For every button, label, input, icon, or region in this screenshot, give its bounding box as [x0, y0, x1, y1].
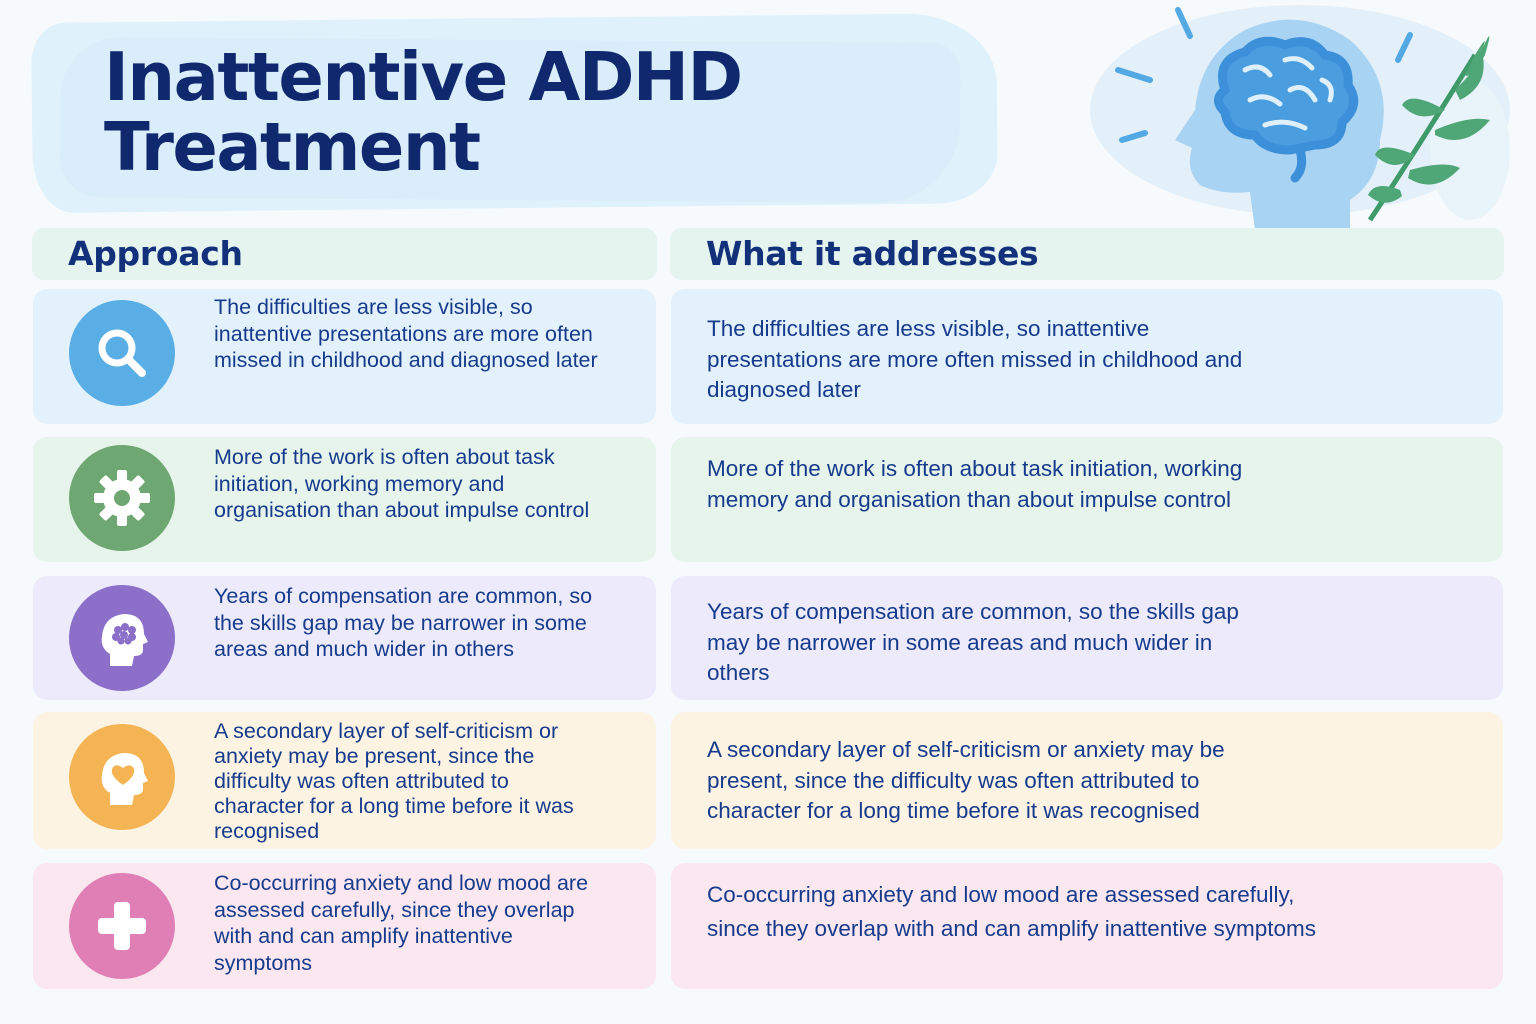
- addresses-card: More of the work is often about task ini…: [671, 437, 1503, 562]
- addresses-card: Years of compensation are common, so the…: [671, 576, 1503, 700]
- approach-text: The difficulties are less visible, so in…: [214, 295, 598, 372]
- approach-text: A secondary layer of self-criticism or a…: [214, 719, 574, 843]
- approach-text: Years of compensation are common, so the…: [214, 584, 593, 661]
- column-header-addresses-label: What it addresses: [706, 234, 1039, 273]
- approach-text: More of the work is often about task ini…: [214, 445, 590, 522]
- addresses-text: A secondary layer of self-criticism or a…: [707, 737, 1225, 823]
- approach-card: Years of compensation are common, so the…: [33, 576, 656, 700]
- page-title: Inattentive ADHD Treatment: [104, 38, 743, 186]
- plus-icon: [98, 902, 146, 950]
- page-title-line-2: Treatment: [104, 108, 481, 186]
- approach-card: Co-occurring anxiety and low mood are as…: [33, 863, 656, 989]
- addresses-text: Co-occurring anxiety and low mood are as…: [707, 882, 1317, 941]
- approach-icon-badge: [69, 445, 175, 551]
- addresses-text: The difficulties are less visible, so in…: [707, 316, 1243, 402]
- addresses-card: Co-occurring anxiety and low mood are as…: [671, 863, 1503, 989]
- head-brain-icon: [101, 614, 148, 666]
- page-title-line-1: Inattentive ADHD: [104, 38, 743, 116]
- approach-card: A secondary layer of self-criticism or a…: [33, 712, 656, 849]
- approach-card: The difficulties are less visible, so in…: [33, 289, 656, 424]
- approach-icon-badge: [69, 585, 175, 691]
- column-header-approach-label: Approach: [68, 234, 243, 273]
- head-brain-leaf-illustration: [1090, 5, 1510, 230]
- addresses-text: More of the work is often about task ini…: [707, 456, 1243, 512]
- column-header-what-it-addresses: What it addresses: [670, 228, 1504, 280]
- addresses-card: The difficulties are less visible, so in…: [671, 289, 1503, 424]
- addresses-text: Years of compensation are common, so the…: [707, 599, 1239, 685]
- head-heart-icon: [101, 753, 148, 805]
- addresses-card: A secondary layer of self-criticism or a…: [671, 712, 1503, 849]
- approach-icon-badge: [69, 300, 175, 406]
- approach-icon-badge: [69, 873, 175, 979]
- gear-icon: [94, 470, 150, 526]
- approach-card: More of the work is often about task ini…: [33, 437, 656, 562]
- column-header-approach: Approach: [32, 228, 657, 280]
- approach-text: Co-occurring anxiety and low mood are as…: [214, 871, 589, 975]
- approach-icon-badge: [69, 724, 175, 830]
- search-icon: [98, 329, 146, 377]
